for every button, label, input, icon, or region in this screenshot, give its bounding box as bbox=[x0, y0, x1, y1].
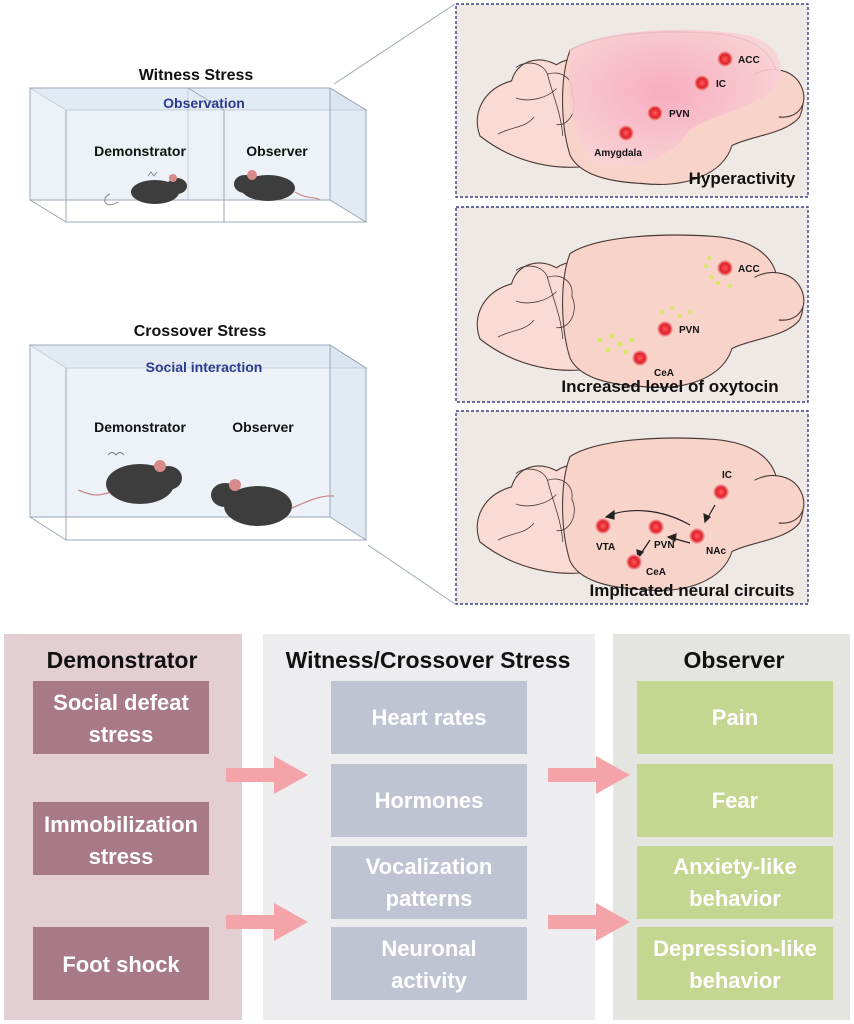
observer-item-4-line-1: Depression-like bbox=[653, 936, 817, 961]
observer-item-4-line-2: behavior bbox=[689, 968, 781, 993]
crossover-observer-mouse bbox=[211, 479, 335, 526]
region-label-pvn: PVN bbox=[669, 109, 690, 120]
panel-circuits: IC VTA PVN NAc CeA Implicated neural cir… bbox=[455, 410, 809, 605]
witness-observer-mouse bbox=[234, 170, 321, 201]
region-label-vta: VTA bbox=[596, 542, 615, 553]
region-label-pvn-3: PVN bbox=[654, 540, 675, 551]
region-label-cea-3: CeA bbox=[646, 567, 666, 578]
observer-item-3-line-1: Anxiety-like bbox=[673, 854, 797, 879]
arrow-demonstrator-to-middle-2 bbox=[226, 903, 308, 941]
witness-demonstrator-label: Demonstrator bbox=[94, 143, 186, 159]
region-dot-acc-2 bbox=[717, 260, 733, 276]
region-label-acc-2: ACC bbox=[738, 264, 760, 275]
arrow-demonstrator-to-middle-1 bbox=[226, 756, 308, 794]
region-dot-cea bbox=[632, 350, 648, 366]
witness-scene: Witness Stress Observation Demonstrator … bbox=[28, 67, 368, 223]
arrow-middle-to-observer-2 bbox=[548, 903, 630, 941]
middle-item-2: Hormones bbox=[375, 788, 484, 813]
region-label-nac: NAc bbox=[706, 546, 726, 557]
demonstrator-item-1-line-1: Social defeat bbox=[53, 690, 189, 715]
witness-observer-label: Observer bbox=[246, 143, 308, 159]
crossover-observer-label: Observer bbox=[232, 419, 294, 435]
region-dot-nac bbox=[689, 528, 705, 544]
observer-column: Observer Pain Fear Anxiety-like behavior… bbox=[613, 634, 850, 1020]
panel-caption-circuits: Implicated neural circuits bbox=[589, 581, 794, 600]
middle-item-4-line-2: activity bbox=[391, 968, 468, 993]
region-dot-pvn-2 bbox=[657, 321, 673, 337]
region-label-ic-3: IC bbox=[722, 470, 732, 481]
observer-item-3-line-2: behavior bbox=[689, 886, 781, 911]
middle-item-4-line-1: Neuronal bbox=[381, 936, 476, 961]
crossover-scene: Crossover Stress Social interaction Demo… bbox=[28, 323, 368, 541]
panel-oxytocin: ACC PVN CeA Increased level of oxytocin bbox=[455, 206, 809, 403]
region-label-cea: CeA bbox=[654, 368, 674, 379]
arrow-middle-to-observer-1 bbox=[548, 756, 630, 794]
flow-arrows bbox=[226, 756, 630, 941]
region-dot-vta bbox=[595, 518, 611, 534]
observer-item-1: Pain bbox=[712, 705, 758, 730]
demonstrator-item-2-line-1: Immobilization bbox=[44, 812, 198, 837]
oxytocin-dots bbox=[597, 256, 732, 355]
middle-heading: Witness/Crossover Stress bbox=[286, 647, 571, 673]
region-label-ic: IC bbox=[716, 79, 726, 90]
region-dot-acc bbox=[717, 51, 733, 67]
crossover-demonstrator-label: Demonstrator bbox=[94, 419, 186, 435]
region-dot-pvn bbox=[647, 105, 663, 121]
middle-item-1: Heart rates bbox=[372, 705, 487, 730]
demonstrator-item-2-line-2: stress bbox=[89, 844, 154, 869]
region-label-acc: ACC bbox=[738, 55, 760, 66]
region-dot-ic bbox=[694, 75, 710, 91]
observer-item-2: Fear bbox=[712, 788, 759, 813]
demonstrator-column: Demonstrator Social defeat stress Immobi… bbox=[4, 634, 242, 1020]
crossover-subtitle: Social interaction bbox=[146, 359, 263, 375]
panel-caption-oxytocin: Increased level of oxytocin bbox=[561, 377, 778, 396]
observer-heading: Observer bbox=[683, 647, 784, 673]
crossover-title: Crossover Stress bbox=[134, 323, 267, 340]
witness-title: Witness Stress bbox=[139, 67, 254, 84]
panel-caption-hyperactivity: Hyperactivity bbox=[689, 169, 796, 188]
demonstrator-heading: Demonstrator bbox=[47, 647, 198, 673]
demonstrator-item-1-line-2: stress bbox=[89, 722, 154, 747]
demonstrator-item-3: Foot shock bbox=[62, 952, 180, 977]
middle-item-3-line-2: patterns bbox=[386, 886, 473, 911]
middle-column: Witness/Crossover Stress Heart rates Hor… bbox=[263, 634, 595, 1020]
region-label-pvn-2: PVN bbox=[679, 325, 700, 336]
witness-demonstrator-mouse bbox=[104, 171, 187, 206]
panel-hyperactivity: ACC IC PVN Amygdala Hyperactivity bbox=[455, 3, 809, 198]
witness-subtitle: Observation bbox=[163, 95, 245, 111]
region-dot-cea-3 bbox=[626, 554, 642, 570]
region-label-amygdala: Amygdala bbox=[594, 148, 642, 159]
middle-item-3-line-1: Vocalization bbox=[366, 854, 493, 879]
crossover-demonstrator-mouse bbox=[77, 452, 182, 504]
region-dot-pvn-3 bbox=[648, 519, 664, 535]
region-dot-amygdala bbox=[618, 125, 634, 141]
region-dot-ic-3 bbox=[713, 484, 729, 500]
circuit-arrows bbox=[604, 504, 716, 560]
